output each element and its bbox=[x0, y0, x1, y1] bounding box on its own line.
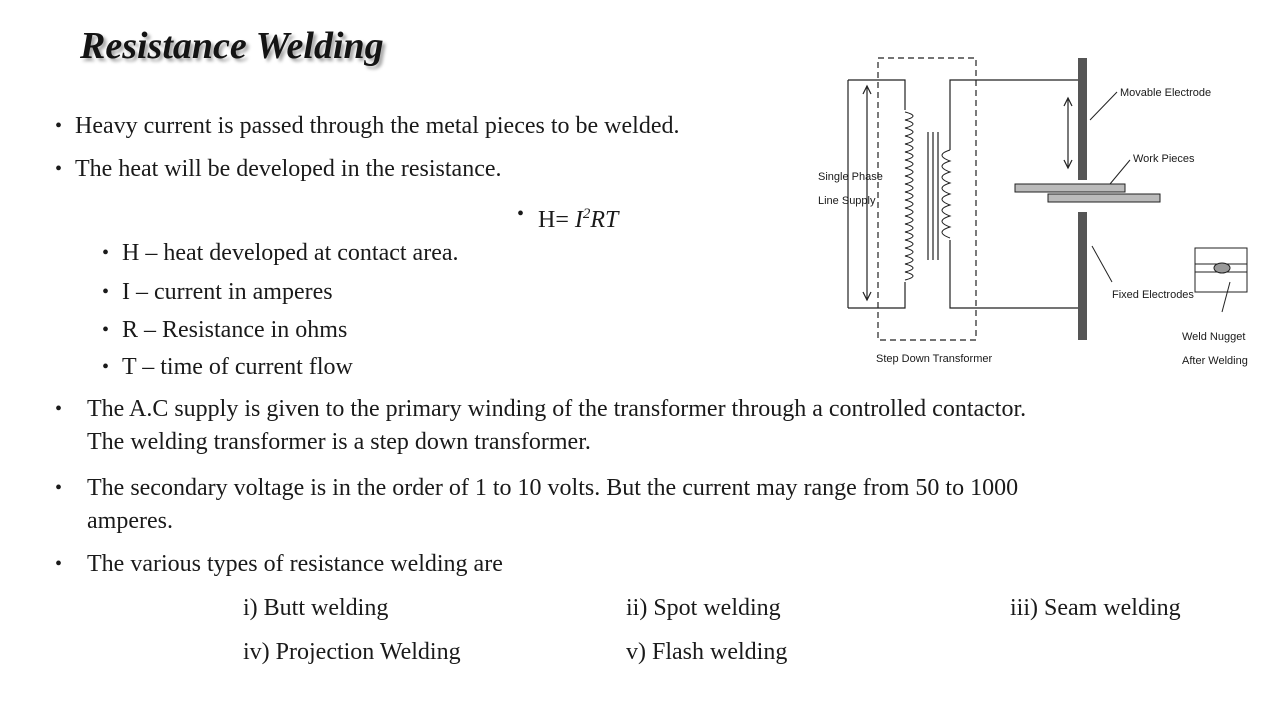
label-movable-electrode: Movable Electrode bbox=[1120, 87, 1211, 99]
label-work-pieces: Work Pieces bbox=[1133, 153, 1195, 165]
type-flash: v) Flash welding bbox=[626, 639, 788, 665]
paragraph-secondary-voltage-line1: The secondary voltage is in the order of… bbox=[87, 475, 1019, 501]
definition-h: H – heat developed at contact area. bbox=[122, 240, 459, 266]
bullet-heat-developed: The heat will be developed in the resist… bbox=[75, 156, 502, 182]
definition-r: R – Resistance in ohms bbox=[122, 317, 348, 343]
label-weld-nugget: Weld Nugget bbox=[1182, 331, 1245, 343]
resistance-welding-diagram: Movable Electrode Work Pieces Single Pha… bbox=[818, 57, 1248, 367]
types-intro: The various types of resistance welding … bbox=[87, 551, 503, 577]
type-butt: i) Butt welding bbox=[243, 595, 389, 621]
label-step-down-transformer: Step Down Transformer bbox=[876, 353, 992, 365]
transformer-box bbox=[877, 57, 977, 341]
label-single-phase: Single Phase bbox=[818, 171, 883, 183]
bullet-marker: • bbox=[55, 115, 63, 137]
movable-electrode bbox=[1078, 58, 1087, 180]
formula-base: I bbox=[574, 207, 583, 233]
label-after-welding: After Welding bbox=[1182, 355, 1248, 367]
weld-nugget-inset bbox=[1194, 247, 1248, 293]
label-leaders bbox=[1089, 91, 1231, 313]
secondary-coil bbox=[941, 149, 952, 239]
paragraph-ac-supply-line2: The welding transformer is a step down t… bbox=[87, 429, 591, 455]
bullet-marker: • bbox=[517, 203, 525, 225]
label-fixed-electrodes: Fixed Electrodes bbox=[1112, 289, 1194, 301]
bullet-heavy-current: Heavy current is passed through the meta… bbox=[75, 113, 680, 139]
bullet-marker: • bbox=[102, 356, 110, 378]
definition-t: T – time of current flow bbox=[122, 354, 353, 380]
bullet-marker: • bbox=[102, 242, 110, 264]
paragraph-secondary-voltage-line2: amperes. bbox=[87, 508, 173, 534]
primary-coil bbox=[904, 111, 914, 281]
formula-heat: H= I2RT bbox=[538, 200, 618, 234]
slide-title: Resistance Welding bbox=[80, 25, 384, 67]
circuit-lines bbox=[847, 57, 1080, 341]
definition-i: I – current in amperes bbox=[122, 279, 333, 305]
work-piece-upper bbox=[1014, 183, 1126, 193]
work-piece-lower bbox=[1047, 193, 1161, 203]
formula-lhs: H= bbox=[538, 207, 569, 233]
bullet-marker: • bbox=[55, 398, 63, 420]
type-spot: ii) Spot welding bbox=[626, 595, 781, 621]
paragraph-ac-supply-line1: The A.C supply is given to the primary w… bbox=[87, 396, 1027, 422]
bullet-marker: • bbox=[102, 319, 110, 341]
label-line-supply: Line Supply bbox=[818, 195, 876, 207]
type-seam: iii) Seam welding bbox=[1010, 595, 1181, 621]
formula-exponent: 2 bbox=[582, 206, 591, 222]
bullet-marker: • bbox=[55, 158, 63, 180]
type-projection: iv) Projection Welding bbox=[243, 639, 461, 665]
bullet-marker: • bbox=[102, 281, 110, 303]
bullet-marker: • bbox=[55, 553, 63, 575]
formula-rest: RT bbox=[590, 207, 619, 233]
fixed-electrode bbox=[1078, 212, 1087, 340]
bullet-marker: • bbox=[55, 477, 63, 499]
